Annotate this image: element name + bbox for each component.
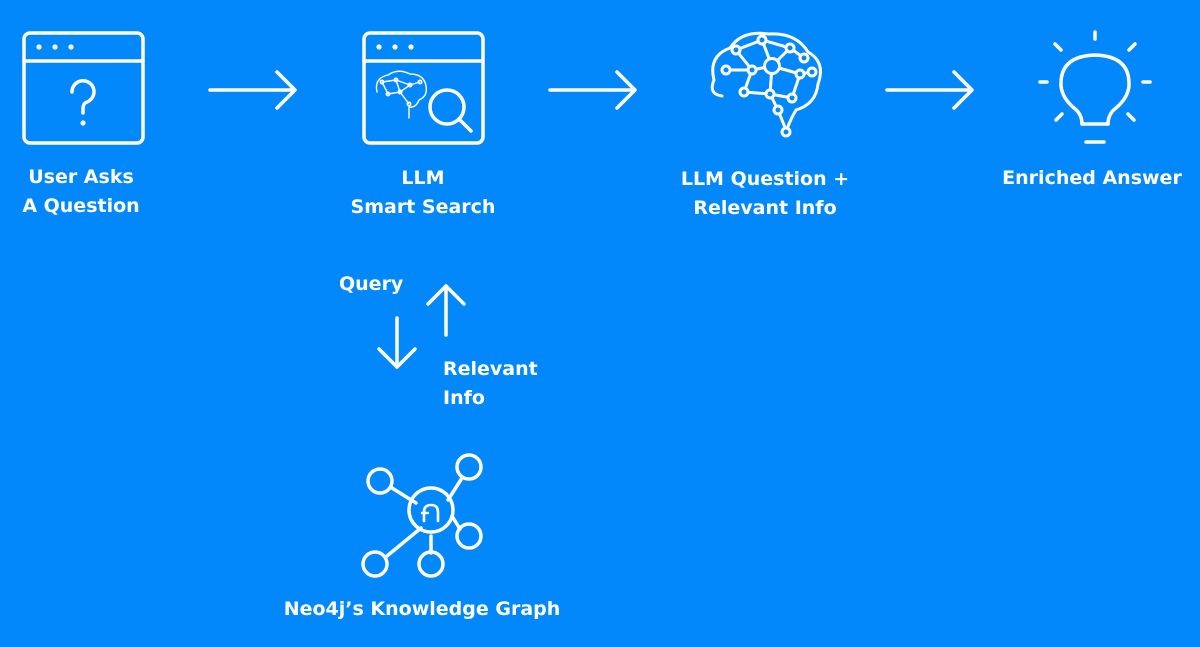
flow-arrow-right-3	[885, 70, 974, 110]
browser-brain-search-icon	[362, 31, 485, 145]
lightbulb-icon	[1038, 30, 1152, 144]
flow-arrow-right-1	[208, 70, 297, 110]
knowledge-graph-icon	[361, 453, 483, 578]
step-label-llm-question-info: LLM Question + Relevant Info	[680, 168, 850, 219]
relevant-info-label: Relevant Info	[443, 358, 538, 409]
relevant-info-arrow-up	[426, 284, 466, 337]
neural-brain-icon	[710, 31, 822, 138]
flow-arrow-right-2	[548, 70, 637, 110]
step-label-user-question: User Asks A Question	[22, 166, 140, 217]
query-arrow-down	[377, 316, 417, 369]
step-label-llm-smart-search: LLM Smart Search	[350, 167, 496, 218]
mini-brain-icon	[375, 70, 428, 119]
browser-question-icon	[22, 31, 145, 145]
knowledge-graph-label: Neo4j’s Knowledge Graph	[283, 598, 561, 620]
query-label: Query	[339, 273, 404, 295]
step-label-enriched-answer: Enriched Answer	[1002, 167, 1182, 189]
